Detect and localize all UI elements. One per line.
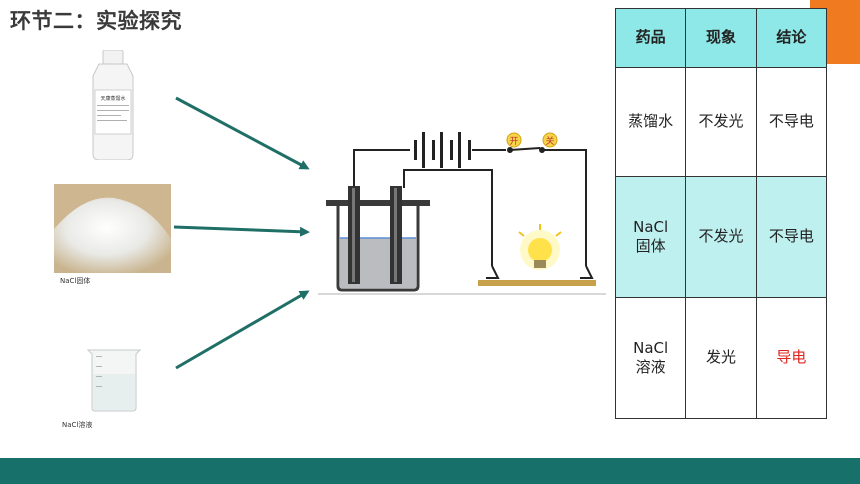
distilled-water-bottle-image: 天康蒸馏水 bbox=[92, 50, 134, 160]
arrow-from-solution bbox=[175, 290, 310, 370]
battery-icon bbox=[414, 132, 471, 168]
header-substance: 药品 bbox=[614, 8, 687, 68]
nacl-solution-beaker-image bbox=[86, 349, 142, 412]
switch-label-2: 关 bbox=[545, 135, 554, 147]
cell-conclusion: 不导电 bbox=[755, 176, 828, 298]
switch-label-1: 开 bbox=[509, 136, 518, 147]
slide-title: 环节二：实验探究 bbox=[10, 9, 182, 33]
table-header-row: 药品 现象 结论 bbox=[614, 8, 828, 68]
table-row: 蒸馏水 不发光 不导电 bbox=[614, 67, 828, 177]
cell-phenomenon: 发光 bbox=[685, 297, 757, 419]
substance-line-2: 固体 bbox=[635, 237, 666, 255]
substance-line-1: NaCl bbox=[633, 217, 669, 236]
cell-phenomenon: 不发光 bbox=[685, 176, 757, 298]
light-bulb-icon bbox=[518, 224, 562, 270]
cell-substance: 蒸馏水 bbox=[614, 67, 687, 177]
cell-conclusion: 不导电 bbox=[755, 67, 828, 177]
arrow-from-solid bbox=[173, 225, 310, 237]
nacl-solid-image bbox=[54, 184, 171, 273]
beaker-with-electrodes-icon bbox=[326, 186, 430, 292]
arrow-from-water bbox=[175, 96, 310, 170]
cell-conclusion-highlight: 导电 bbox=[755, 297, 828, 419]
circuit-diagram: 开 关 bbox=[318, 132, 606, 295]
header-phenomenon: 现象 bbox=[685, 8, 757, 68]
footer-bar bbox=[0, 458, 860, 484]
bottle-label-text: 天康蒸馏水 bbox=[100, 95, 125, 102]
cell-phenomenon: 不发光 bbox=[685, 67, 757, 177]
switch-icon: 开 关 bbox=[506, 132, 558, 148]
substance-line-1: NaCl bbox=[633, 338, 669, 357]
nacl-solution-caption: NaCl溶液 bbox=[62, 421, 93, 429]
substance-line-2: 溶液 bbox=[635, 358, 666, 376]
nacl-solid-caption: NaCl固体 bbox=[60, 277, 91, 285]
header-conclusion: 结论 bbox=[755, 8, 828, 68]
